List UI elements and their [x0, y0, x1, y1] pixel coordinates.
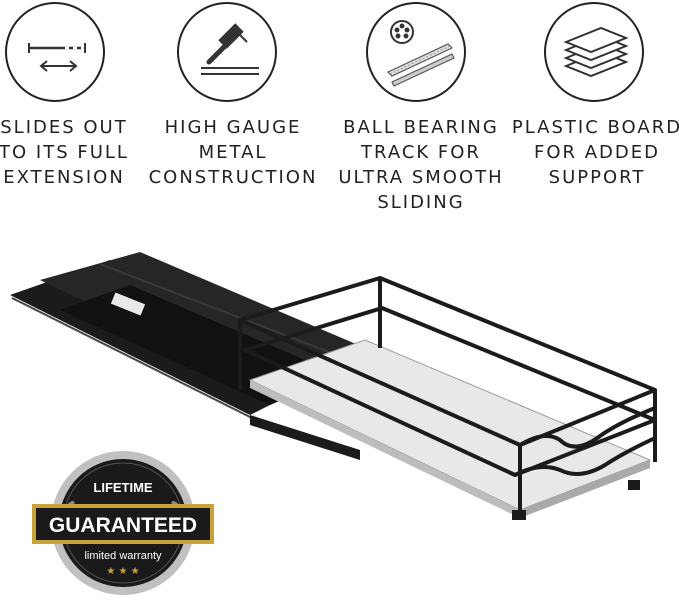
caption-line: TO ITS FULL — [0, 142, 129, 163]
caption-line: CONSTRUCTION — [148, 167, 318, 188]
rail-label-sticker — [110, 292, 146, 316]
caption-line: FOR ADDED — [533, 142, 661, 163]
caption-line: ULTRA SMOOTH — [338, 167, 504, 188]
feature-icon-circle-2 — [177, 2, 277, 102]
basket-foot — [628, 480, 640, 490]
badge-bottom-text: limited warranty — [84, 550, 162, 562]
caption-line: SLIDES OUT — [0, 117, 128, 138]
feature-caption-3: BALL BEARING TRACK FOR ULTRA SMOOTH SLID… — [331, 115, 511, 215]
caption-line: SLIDING — [377, 192, 465, 213]
caption-line: EXTENSION — [3, 167, 125, 188]
pull-out-basket-illustration — [10, 252, 657, 520]
feature-icon-circle-3 — [366, 2, 466, 102]
lifetime-guarantee-badge: LIFETIME GUARANTEED limited warranty ★ ★… — [32, 451, 214, 595]
badge-banner-inner — [36, 508, 210, 540]
caption-line: HIGH GAUGE — [164, 117, 302, 138]
ball-bearing-track-icon — [386, 20, 455, 87]
basket-foot — [512, 510, 526, 520]
feature-icon-circle-1 — [5, 2, 105, 102]
hammer-metal-icon — [201, 23, 259, 75]
caption-line: TRACK FOR — [361, 142, 481, 163]
board-edge — [250, 380, 520, 518]
caption-line: BALL BEARING — [343, 117, 499, 138]
badge-top-text: LIFETIME — [93, 480, 153, 495]
caption-line: SUPPORT — [548, 167, 646, 188]
stacked-boards-icon — [563, 26, 629, 78]
badge-stars: ★ ★ ★ — [106, 566, 139, 577]
feature-caption-2: HIGH GAUGE METAL CONSTRUCTION — [143, 115, 323, 190]
extension-slide-icon — [28, 43, 86, 72]
badge-main-text: GUARANTEED — [49, 514, 197, 537]
feature-caption-1: SLIDES OUT TO ITS FULL EXTENSION — [0, 115, 154, 190]
board-edge-side — [520, 460, 650, 518]
caption-line: METAL — [198, 142, 268, 163]
wire-basket-frame — [238, 276, 657, 515]
feature-caption-4: PLASTIC BOARD FOR ADDED SUPPORT — [507, 115, 679, 190]
caption-line: PLASTIC BOARD — [511, 117, 679, 138]
slide-rail-front — [250, 415, 360, 460]
feature-icon-circle-4 — [544, 2, 644, 102]
